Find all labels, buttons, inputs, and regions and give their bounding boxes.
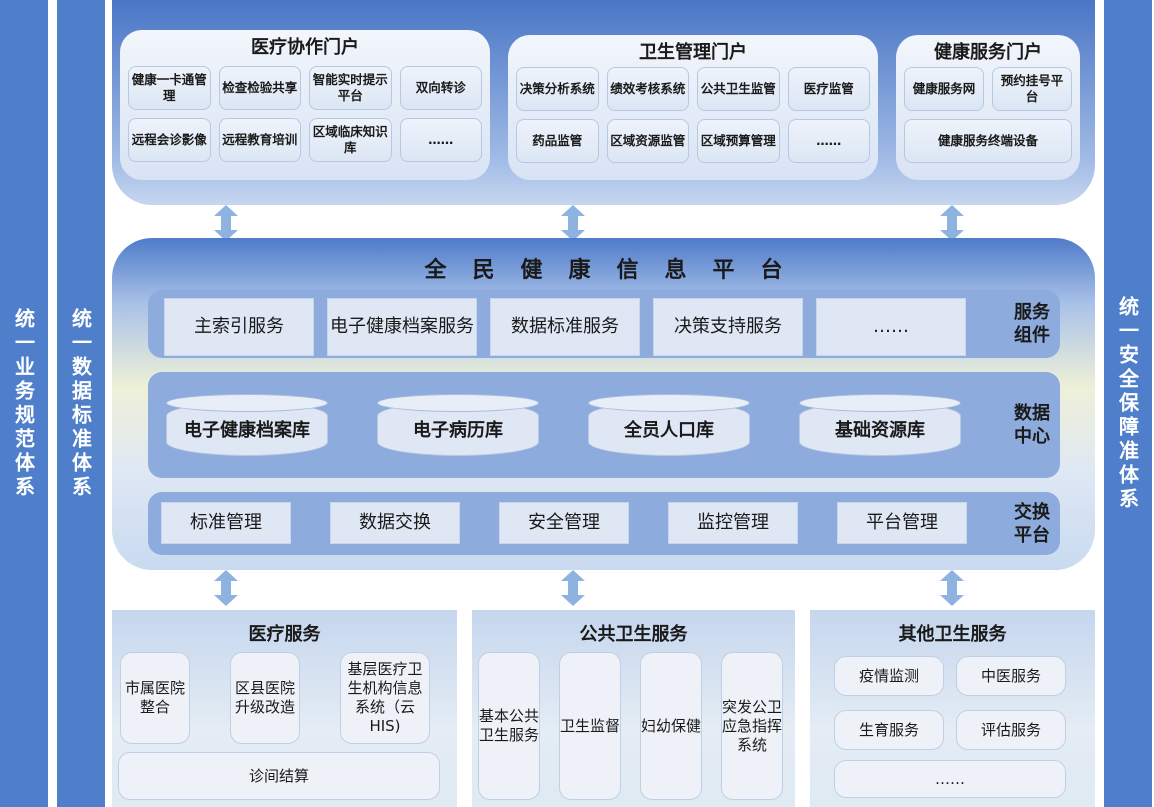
other-service-item: 中医服务 [956,656,1066,696]
layer-label: 服务组件 [1014,302,1050,346]
portal-item: 区域预算管理 [697,119,780,163]
layer-label: 数据中心 [1014,403,1050,447]
other-service-item: 评估服务 [956,710,1066,750]
exchange-function: 监控管理 [668,502,798,544]
database-label: 全员人口库 [624,420,714,441]
portal-item: 远程教育培训 [218,118,301,162]
portal-item: 健康一卡通管理 [128,66,211,110]
public-health-item: 突发公卫应急指挥系统 [721,652,783,800]
medical-service-item: 市属医院整合 [120,652,190,744]
section-title: 其他卫生服务 [898,624,1007,645]
portal-item: 预约挂号平台 [992,67,1072,111]
portal-item: 健康服务网 [904,67,984,111]
public-health-item: 妇幼保健 [640,652,702,800]
data-standard-system-bar: 统一数据标准体系 [57,0,105,807]
health-info-platform: 全民健康信息平台 服务组件 主索引服务电子健康档案服务数据标准服务决策支持服务…… [112,238,1095,570]
portal-item: …… [399,118,482,162]
other-service-item: 生育服务 [834,710,944,750]
portal-item: 区域资源监管 [606,119,689,163]
double-arrow-icon [214,205,238,241]
exchange-function: 平台管理 [837,502,967,544]
database-icon: 基础资源库 [799,394,961,456]
portal-item: 公共卫生监管 [697,67,780,111]
health-service-portal: 健康服务门户 健康服务网预约挂号平台健康服务终端设备 [896,35,1080,180]
medical-service-item: 基层医疗卫生机构信息系统（云HIS) [340,652,430,744]
exchange-function: 数据交换 [330,502,460,544]
other-health-services: 其他卫生服务疫情监测中医服务生育服务评估服务 …… [810,610,1095,807]
portal-item: 远程会诊影像 [128,118,211,162]
platform-title: 全民健康信息平台 [424,258,809,283]
public-health-item: 基本公共卫生服务 [478,652,540,800]
bar-label: 统一业务规范体系 [11,307,36,500]
section-title: 医疗服务 [248,624,321,645]
exchange-function: 安全管理 [499,502,629,544]
database-label: 电子健康档案库 [184,420,310,441]
section-title: 公共卫生服务 [579,624,688,645]
data-center-layer: 数据中心 电子健康档案库 电子病历库 全员人口库 基础资源库 [148,372,1060,478]
portal-item: 检查检验共享 [218,66,301,110]
portal-title: 健康服务门户 [934,42,1042,63]
portal-item: 智能实时提示平台 [309,66,392,110]
security-system-bar: 统一安全保障准体系 [1104,0,1152,807]
database-icon: 电子病历库 [377,394,539,456]
database-label: 电子病历库 [413,420,503,441]
service-component: 数据标准服务 [490,298,640,356]
service-component: 决策支持服务 [653,298,803,356]
double-arrow-icon [561,205,585,241]
medical-service-item: 区县医院升级改造 [230,652,300,744]
double-arrow-icon [214,570,238,606]
portal-item: 双向转诊 [399,66,482,110]
public-health-services: 公共卫生服务基本公共卫生服务卫生监督妇幼保健突发公卫应急指挥系统 [472,610,795,807]
database-label: 基础资源库 [835,420,925,441]
service-component: 电子健康档案服务 [327,298,477,356]
service-components-layer: 服务组件 主索引服务电子健康档案服务数据标准服务决策支持服务…… [148,290,1060,358]
portal-item: 区域临床知识库 [309,118,392,162]
other-service-item: 疫情监测 [834,656,944,696]
medical-collab-portal: 医疗协作门户 健康一卡通管理检查检验共享智能实时提示平台双向转诊远程会诊影像远程… [120,30,490,180]
portal-title: 卫生管理门户 [639,42,747,63]
double-arrow-icon [940,205,964,241]
portal-item: 绩效考核系统 [606,67,689,111]
database-icon: 电子健康档案库 [166,394,328,456]
portal-item: 药品监管 [516,119,599,163]
exchange-platform-layer: 交换平台 标准管理数据交换安全管理监控管理平台管理 [148,492,1060,555]
double-arrow-icon [561,570,585,606]
bar-label: 统一安全保障准体系 [1115,295,1140,512]
bar-label: 统一数据标准体系 [68,307,93,500]
portal-title: 医疗协作门户 [251,37,359,58]
portal-item: 健康服务终端设备 [904,119,1072,163]
medical-service-item: 诊间结算 [118,752,440,800]
double-arrow-icon [940,570,964,606]
portal-item: …… [787,119,870,163]
public-health-item: 卫生监督 [559,652,621,800]
database-icon: 全员人口库 [588,394,750,456]
exchange-function: 标准管理 [161,502,291,544]
other-service-item: …… [834,760,1066,798]
portal-item: 决策分析系统 [516,67,599,111]
medical-services: 医疗服务市属医院整合区县医院升级改造基层医疗卫生机构信息系统（云HIS) 诊间结算 [112,610,457,807]
business-standard-system-bar: 统一业务规范体系 [0,0,48,807]
health-mgmt-portal: 卫生管理门户 决策分析系统绩效考核系统公共卫生监管医疗监管药品监管区域资源监管区… [508,35,878,180]
service-component: 主索引服务 [164,298,314,356]
service-component: …… [816,298,966,356]
layer-label: 交换平台 [1014,501,1050,546]
portal-item: 医疗监管 [787,67,870,111]
